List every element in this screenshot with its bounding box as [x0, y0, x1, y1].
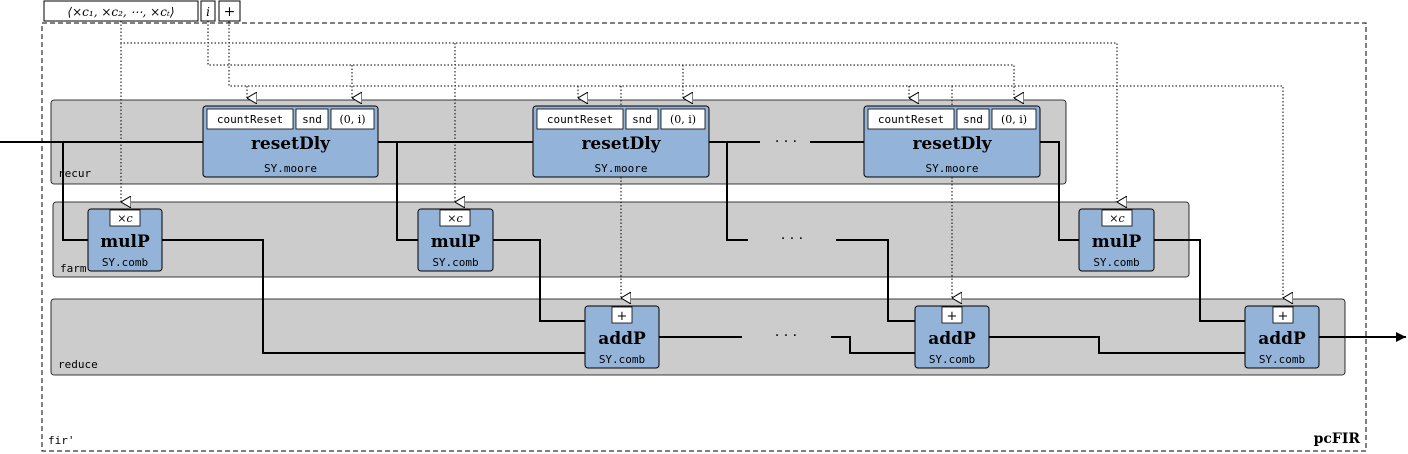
add-block-subtitle: SY.comb — [599, 353, 645, 366]
reset-block-3: countReset snd (0, i) resetDly SY.moore — [863, 105, 1041, 178]
mul-port — [439, 209, 471, 227]
port-snd-label: snd — [632, 113, 652, 126]
top-inputs: ⟨×c₁, ×c₂, ⋯, ×cₜ⟩ i + — [43, 0, 241, 22]
mul-port-label: ×c — [117, 212, 132, 225]
port-count-reset — [206, 108, 294, 130]
port-snd-label: snd — [963, 113, 983, 126]
mul-block-2: ×c mulP SY.comb — [417, 208, 494, 272]
signal-wires — [0, 141, 1245, 354]
port-init-label: (0, i) — [339, 113, 365, 126]
reset-value-label: i — [206, 5, 210, 19]
reset-block-title: resetDly — [581, 134, 661, 154]
mul-block-body — [417, 208, 494, 272]
mul-port — [109, 209, 141, 227]
add-port — [1272, 306, 1294, 324]
mul-block-subtitle: SY.comb — [432, 256, 478, 269]
port-snd — [956, 108, 990, 130]
port-count-reset — [536, 108, 624, 130]
mul-block-title: mulP — [100, 232, 150, 252]
mul-block-body — [87, 208, 163, 272]
add-block-title: addP — [928, 329, 976, 349]
mul-block-title: mulP — [431, 232, 481, 252]
fir-label: fir' — [48, 434, 75, 447]
mul-port — [1101, 209, 1133, 227]
mul-block-1: ×c mulP SY.comb — [87, 208, 163, 272]
add-block-title: addP — [1258, 329, 1306, 349]
port-init-label: (0, i) — [670, 113, 696, 126]
add-port-label: + — [617, 309, 628, 324]
add-block-body — [1244, 305, 1320, 369]
port-init — [330, 108, 375, 130]
add-port-label: + — [947, 309, 958, 324]
add-block-3: + addP SY.comb — [1244, 305, 1320, 369]
add-port-label: + — [1278, 309, 1289, 324]
port-snd-label: snd — [302, 113, 322, 126]
add-block-subtitle: SY.comb — [1259, 353, 1305, 366]
port-count-reset — [867, 108, 955, 130]
reduce-ellipsis: · · · — [775, 328, 797, 344]
port-count-reset-label: countReset — [878, 113, 944, 126]
plus-label: + — [224, 4, 236, 20]
port-snd — [625, 108, 659, 130]
add-block-2: + addP SY.comb — [914, 305, 990, 369]
fir-outer-frame — [41, 22, 1367, 452]
farm-label: farm — [60, 262, 87, 275]
coeffs-label: ⟨×c₁, ×c₂, ⋯, ×cₜ⟩ — [67, 5, 174, 19]
mul-port-label: ×c — [447, 212, 462, 225]
port-init — [660, 108, 706, 130]
farm-ellipsis: · · · — [781, 231, 803, 247]
port-init — [991, 108, 1037, 130]
port-count-reset-label: countReset — [217, 113, 283, 126]
reset-block-2: countReset snd (0, i) resetDly SY.moore — [532, 105, 710, 178]
mul-block-body — [1078, 208, 1155, 272]
mul-block-title: mulP — [1092, 232, 1142, 252]
port-init-label: (0, i) — [1001, 113, 1027, 126]
add-block-subtitle: SY.comb — [929, 353, 975, 366]
reset-block-title: resetDly — [251, 134, 331, 154]
mul-block-subtitle: SY.comb — [1093, 256, 1139, 269]
reset-block-title: resetDly — [912, 134, 992, 154]
mul-block-subtitle: SY.comb — [102, 256, 148, 269]
add-block-title: addP — [598, 329, 646, 349]
reset-block-subtitle: SY.moore — [595, 162, 648, 175]
pcfir-label: pcFIR — [1314, 431, 1361, 447]
add-port — [941, 306, 963, 324]
add-port — [611, 306, 633, 324]
reduce-label: reduce — [58, 358, 98, 371]
mul-port-label: ×c — [1109, 212, 1124, 225]
add-block-body — [914, 305, 990, 369]
reset-block-1: countReset snd (0, i) resetDly SY.moore — [202, 105, 379, 178]
add-block-body — [584, 305, 660, 369]
mul-block-3: ×c mulP SY.comb — [1078, 208, 1155, 272]
port-count-reset-label: countReset — [547, 113, 613, 126]
port-snd — [295, 108, 329, 130]
recur-label: recur — [58, 167, 91, 180]
reset-block-subtitle: SY.moore — [926, 162, 979, 175]
recur-ellipsis: · · · — [775, 134, 797, 150]
reset-block-subtitle: SY.moore — [264, 162, 317, 175]
add-block-1: + addP SY.comb — [584, 305, 660, 369]
